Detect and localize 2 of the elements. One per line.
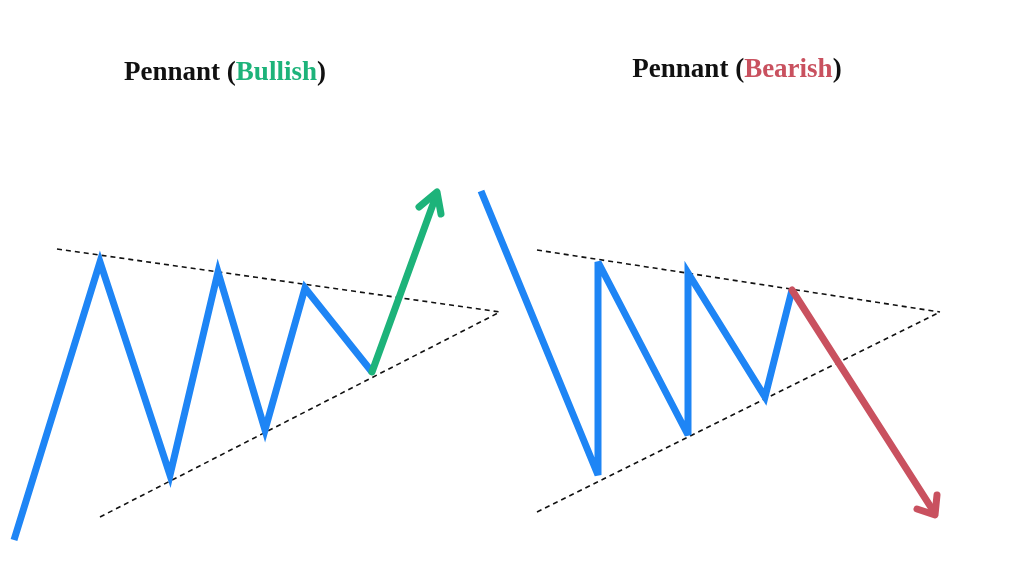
chart-title: Pennant (Bearish) [632, 53, 842, 84]
chart-title: Pennant (Bullish) [124, 56, 326, 87]
